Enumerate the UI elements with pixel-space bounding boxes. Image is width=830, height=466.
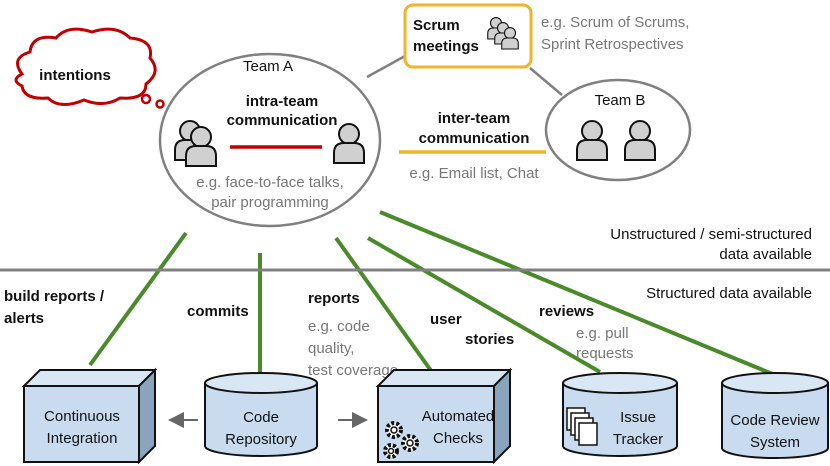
code-repository-cylinder — [204, 372, 318, 457]
reviews-example-1: e.g. pull — [576, 325, 629, 342]
reports-label: reports — [308, 290, 360, 307]
thought-cloud-icon — [14, 27, 179, 115]
scrum-label-1: Scrum — [413, 17, 460, 34]
reports-example-3: test coverage — [308, 362, 398, 379]
team-b-title: Team B — [595, 92, 646, 109]
intra-team-label-1: intra-team — [246, 93, 319, 110]
link-ci — [88, 231, 188, 367]
unstructured-label-2: data available — [719, 246, 812, 263]
team-a-ellipse — [158, 52, 382, 228]
link-tracker — [366, 236, 602, 374]
scrum-example-2: Sprint Retrospectives — [541, 36, 684, 53]
intentions-label: intentions — [39, 67, 111, 84]
reports-example-2: quality, — [308, 340, 354, 357]
build-reports-label-2: alerts — [4, 310, 44, 327]
team-a-title: Team A — [243, 58, 293, 75]
repo-label-2: Repository — [225, 431, 297, 448]
intra-team-label-2: communication — [227, 112, 338, 129]
tracker-label-1: Issue — [620, 409, 656, 426]
continuous-integration-box — [21, 367, 158, 465]
inter-team-example: e.g. Email list, Chat — [409, 165, 539, 182]
scrum-link-a — [366, 54, 406, 79]
inter-team-label-1: inter-team — [438, 110, 511, 127]
gears-icon — [383, 421, 419, 459]
ci-label-2: Integration — [47, 430, 118, 447]
ci-label-1: Continuous — [44, 408, 120, 425]
link-review — [379, 210, 776, 377]
reports-example-1: e.g. code — [308, 318, 370, 335]
checks-label-1: Automated — [422, 408, 495, 425]
unstructured-label-1: Unstructured / semi-structured — [610, 226, 812, 243]
review-label-2: System — [750, 434, 800, 451]
user-stories-label-1: user — [430, 311, 462, 328]
commits-label: commits — [187, 303, 249, 320]
review-label-1: Code Review — [730, 412, 819, 429]
team-a-example-1: e.g. face-to-face talks, — [196, 174, 344, 191]
user-stories-label-2: stories — [465, 331, 514, 348]
link-checks — [334, 236, 434, 374]
green-links — [88, 210, 776, 377]
checks-label-2: Checks — [433, 430, 483, 447]
documents-icon — [566, 407, 598, 446]
structured-label: Structured data available — [646, 285, 812, 302]
tracker-label-2: Tracker — [613, 431, 663, 448]
code-review-cylinder — [721, 372, 829, 459]
scrum-link-b — [529, 67, 563, 96]
scrum-example-1: e.g. Scrum of Scrums, — [541, 14, 689, 31]
build-reports-label-1: build reports / — [4, 288, 105, 305]
inter-team-label-2: communication — [419, 130, 530, 147]
scrum-label-2: meetings — [413, 38, 479, 55]
repo-label-1: Code — [243, 409, 279, 426]
reviews-label: reviews — [539, 303, 594, 320]
reviews-example-2: requests — [576, 345, 634, 362]
team-a-example-2: pair programming — [211, 194, 329, 211]
